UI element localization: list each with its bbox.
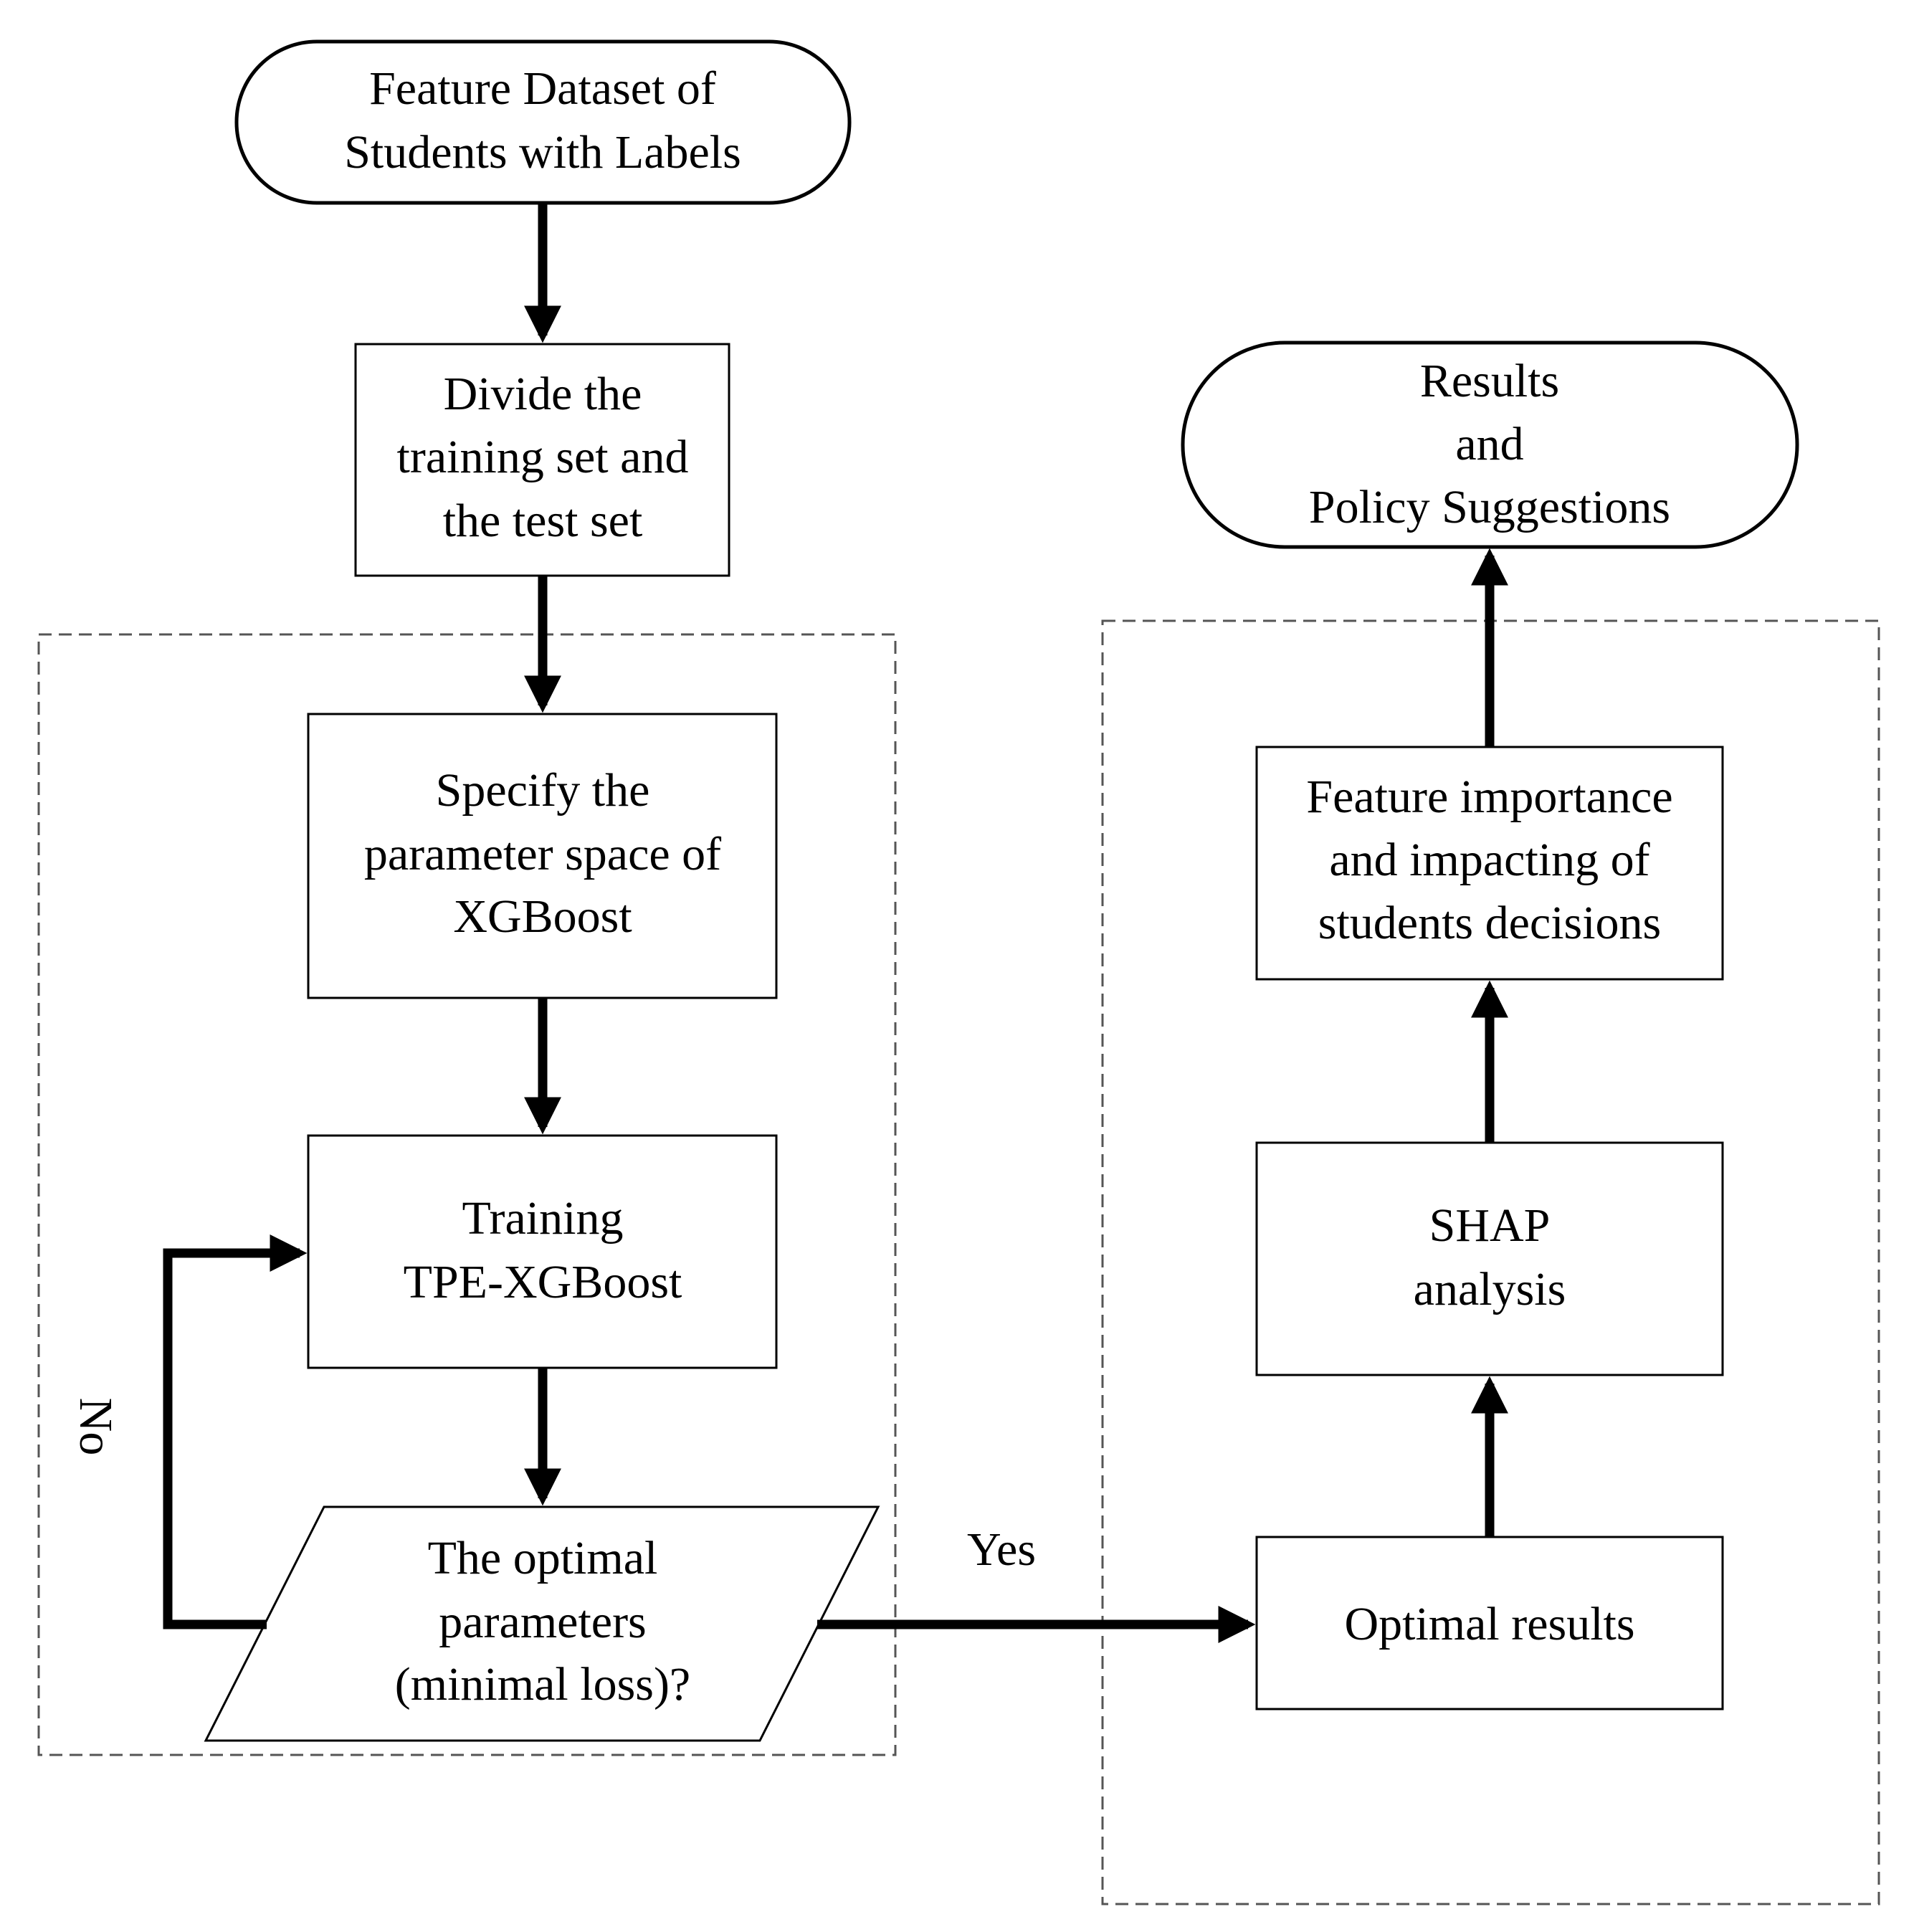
end-terminal-text-2: and [1455, 418, 1523, 470]
decision-text-3: (minimal loss)? [395, 1658, 690, 1710]
tpe-xgboost-group [37, 633, 897, 1756]
start-terminal-text-1: Feature Dataset of [369, 62, 716, 115]
optimal-results-text: Optimal results [1344, 1598, 1634, 1650]
specify-parameters-text-2: parameter space of [364, 828, 721, 880]
feature-importance-box [1255, 746, 1724, 981]
end-terminal [1181, 341, 1799, 549]
decision-text-2: parameters [439, 1596, 647, 1648]
feature-importance-text-3: students decisions [1318, 897, 1661, 949]
optimal-results-box [1255, 1536, 1724, 1710]
feature-importance-text-2: and impacting of [1329, 834, 1649, 886]
arrow-no-loop [163, 1234, 308, 1629]
optimal-parameters-decision [204, 1505, 880, 1742]
specify-parameters-box [307, 713, 778, 999]
specify-parameters-text-3: XGBoost [453, 890, 632, 943]
end-terminal-text-3: Policy Suggestions [1309, 481, 1670, 533]
divide-dataset-text-3: the test set [443, 495, 643, 547]
shap-analysis-text-1: SHAP [1429, 1199, 1551, 1252]
end-terminal-text-1: Results [1420, 355, 1559, 407]
shap-analysis-box [1255, 1141, 1724, 1376]
yes-label: Yes [967, 1523, 1036, 1576]
decision-text-1: The optimal [428, 1532, 658, 1584]
start-terminal-text-2: Students with Labels [344, 126, 741, 179]
feature-importance-text-1: Feature importance [1306, 771, 1672, 823]
training-text-2: TPE-XGBoost [404, 1256, 682, 1308]
shap-analysis-text-2: analysis [1414, 1263, 1566, 1315]
divide-dataset-box [354, 343, 730, 577]
divide-dataset-text-1: Divide the [444, 368, 642, 420]
training-box [307, 1134, 778, 1369]
specify-parameters-text-1: Specify the [436, 764, 650, 817]
training-text-1: Training [462, 1192, 624, 1245]
divide-dataset-text-2: training set and [397, 431, 689, 483]
no-label: No [70, 1398, 122, 1456]
